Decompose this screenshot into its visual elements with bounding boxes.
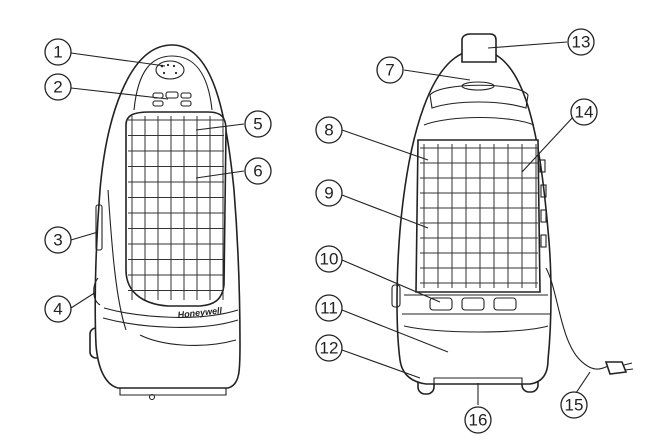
rear-filter-mesh <box>420 144 538 288</box>
svg-text:12: 12 <box>320 339 339 358</box>
svg-text:8: 8 <box>324 121 333 140</box>
control-dial <box>155 60 185 80</box>
callout-13: 13 <box>567 28 595 56</box>
callout-14: 14 <box>570 98 598 126</box>
power-cord <box>545 267 609 370</box>
brand-label: Honeywell <box>177 305 223 320</box>
svg-text:15: 15 <box>565 396 584 415</box>
svg-text:3: 3 <box>53 231 62 250</box>
svg-text:4: 4 <box>53 300 62 319</box>
side-handle <box>93 277 101 306</box>
side-clips <box>539 159 547 248</box>
callout-2: 2 <box>44 73 72 101</box>
callout-16: 16 <box>464 406 492 434</box>
top-handle <box>461 33 497 63</box>
power-plug <box>604 361 628 375</box>
rear-grip-mid <box>461 297 485 311</box>
front-top-cover <box>133 55 213 111</box>
svg-text:2: 2 <box>53 78 62 97</box>
rear-view <box>391 33 634 395</box>
callout-7: 7 <box>376 56 404 84</box>
svg-text:1: 1 <box>53 43 62 62</box>
callout-9: 9 <box>315 179 343 207</box>
callout-5: 5 <box>244 110 272 138</box>
callouts: 1 2 3 4 5 6 7 8 9 10 11 12 13 14 15 16 <box>44 28 598 434</box>
water-level-indicator <box>95 204 103 251</box>
svg-text:14: 14 <box>575 103 594 122</box>
callout-4: 4 <box>44 295 72 323</box>
water-fill-opening <box>429 84 529 109</box>
callout-10: 10 <box>315 245 343 273</box>
svg-text:11: 11 <box>320 299 338 318</box>
callout-15: 15 <box>560 391 588 419</box>
callout-12: 12 <box>315 334 343 362</box>
rear-grip-right <box>493 297 517 311</box>
callout-11: 11 <box>315 294 343 322</box>
front-grille-mesh <box>128 116 224 300</box>
callout-8: 8 <box>315 116 343 144</box>
callout-6: 6 <box>244 157 272 185</box>
front-grille <box>125 111 227 307</box>
front-view: Honeywell <box>89 44 241 401</box>
leader-lines <box>70 41 591 405</box>
rear-grip-left <box>429 297 453 311</box>
svg-text:9: 9 <box>324 184 333 203</box>
callout-1: 1 <box>44 38 72 66</box>
svg-text:13: 13 <box>572 33 591 52</box>
svg-text:7: 7 <box>385 61 394 80</box>
svg-text:6: 6 <box>253 162 262 181</box>
callout-3: 3 <box>44 226 72 254</box>
svg-text:16: 16 <box>469 411 488 430</box>
water-tank <box>403 325 549 333</box>
svg-text:5: 5 <box>253 115 262 134</box>
svg-text:10: 10 <box>320 250 339 269</box>
